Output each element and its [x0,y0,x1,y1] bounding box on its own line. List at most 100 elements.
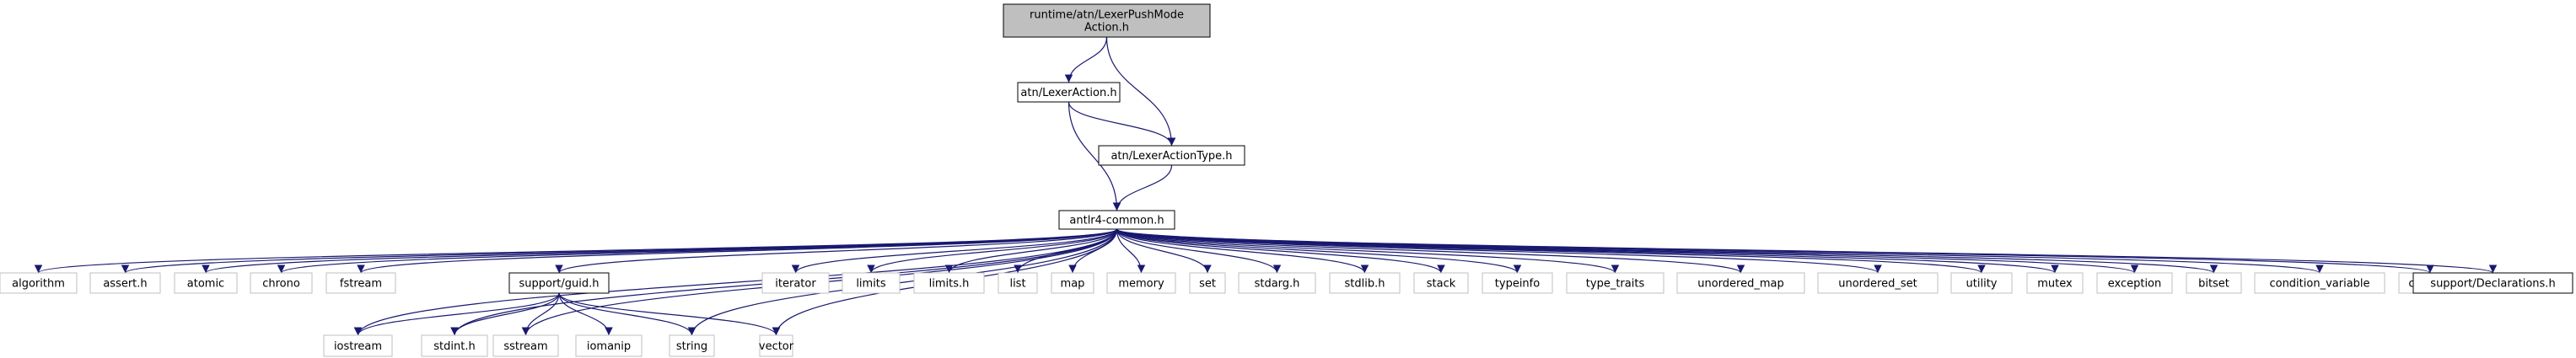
node-limits[interactable]: limits [842,272,901,294]
node-box [250,272,313,294]
edge-root-to-lexer_action [1064,36,1108,83]
node-label: fstream [340,278,382,291]
node-label: type_traits [1586,278,1645,291]
node-lexer-action[interactable]: atn/LexerAction.h [1017,82,1121,103]
node-stdint-h[interactable]: stdint.h [421,334,488,357]
node-box [669,334,715,357]
node-box [1817,272,1939,294]
node-mutex[interactable]: mutex [2026,272,2084,294]
edge-support_guid-to-iomanip [558,292,613,336]
node-condition-variable[interactable]: condition_variable [2254,272,2385,294]
node-box [1329,272,1401,294]
node-label: limits [856,278,886,291]
node-box [1003,3,1211,38]
node-box [1238,272,1316,294]
node-type-traits[interactable]: type_traits [1566,272,1664,294]
node-algorithm[interactable]: algorithm [0,272,78,294]
node-limits-h[interactable]: limits.h [913,272,985,294]
node-set[interactable]: set [1189,272,1226,294]
node-label: sstream [503,340,547,353]
node-box [1017,82,1121,103]
node-label: atomic [187,278,224,291]
node-support-declarations[interactable]: support/Declarations.h [2412,272,2573,294]
node-box [1106,272,1176,294]
node-vector[interactable]: vector [759,334,794,357]
node-label: chrono [262,278,300,291]
edge-antlr4_common-to-typeinfo [1116,228,1522,274]
node-string[interactable]: string [669,334,715,357]
node-map[interactable]: map [1051,272,1094,294]
node-box [508,272,610,294]
node-label: support/guid.h [519,278,599,291]
node-label: stdint.h [433,340,475,353]
node-label: utility [1966,278,1998,291]
edge-antlr4_common-to-iostream [353,228,1118,336]
node-box [913,272,985,294]
node-label: iostream [334,340,382,353]
node-label: support/Declarations.h [2430,278,2555,291]
edge-support_guid-to-vector [558,292,781,336]
node-label: iomanip [587,340,631,353]
node-label: stdlib.h [1345,278,1385,291]
node-label: set [1199,278,1216,291]
node-box [575,334,643,357]
edge-lexer_action_type-to-antlr4_common [1112,164,1173,211]
node-list[interactable]: list [998,272,1038,294]
edge-antlr4_common-to-unordered_set [1116,228,1882,274]
edge-antlr4_common-to-fstream [357,228,1118,274]
node-label: atn/LexerActionType.h [1111,150,1232,163]
node-unordered-map[interactable]: unordered_map [1676,272,1805,294]
node-unordered-set[interactable]: unordered_set [1817,272,1939,294]
node-memory[interactable]: memory [1106,272,1176,294]
node-label: algorithm [12,278,65,291]
node-box [174,272,238,294]
edge-antlr4_common-to-stack [1116,228,1445,274]
node-box [1189,272,1226,294]
node-chrono[interactable]: chrono [250,272,313,294]
node-label: string [676,340,707,353]
node-assert-h[interactable]: assert.h [89,272,161,294]
node-label: condition_variable [2269,278,2369,291]
node-atomic[interactable]: atomic [174,272,238,294]
node-box [1482,272,1553,294]
node-box [492,334,559,357]
node-label: antlr4-common.h [1069,215,1164,227]
node-stack[interactable]: stack [1413,272,1469,294]
node-box [325,272,396,294]
node-iostream[interactable]: iostream [323,334,393,357]
node-typeinfo[interactable]: typeinfo [1482,272,1553,294]
node-exception[interactable]: exception [2096,272,2173,294]
node-sstream[interactable]: sstream [492,334,559,357]
edge-antlr4_common-to-iterator [791,228,1118,274]
node-iterator[interactable]: iterator [761,272,830,294]
node-label: mutex [2037,278,2073,291]
edge-antlr4_common-to-support_declarations [1116,228,2497,274]
node-stdlib-h[interactable]: stdlib.h [1329,272,1401,294]
node-stdarg-h[interactable]: stdarg.h [1238,272,1316,294]
node-box [1676,272,1805,294]
edge-antlr4_common-to-support_guid [555,228,1118,274]
node-bitset[interactable]: bitset [2186,272,2242,294]
node-lexer-action-type[interactable]: atn/LexerActionType.h [1098,145,1245,166]
node-utility[interactable]: utility [1950,272,2013,294]
node-label: limits.h [929,278,970,291]
edge-antlr4_common-to-memory [1116,228,1146,274]
node-box [761,272,830,294]
node-label: unordered_map [1697,278,1784,291]
node-iomanip[interactable]: iomanip [575,334,643,357]
node-box [1566,272,1664,294]
node-box [1098,145,1245,166]
node-antlr4-common[interactable]: antlr4-common.h [1058,210,1175,230]
node-support-guid[interactable]: support/guid.h [508,272,610,294]
node-fstream[interactable]: fstream [325,272,396,294]
edge-support_guid-to-sstream [521,292,560,336]
node-label: memory [1118,278,1164,291]
node-box [1950,272,2013,294]
node-label: vector [759,340,794,353]
edge-antlr4_common-to-exception [1116,228,2138,274]
edge-antlr4_common-to-limits_h [944,228,1118,274]
node-label: bitset [2198,278,2229,291]
